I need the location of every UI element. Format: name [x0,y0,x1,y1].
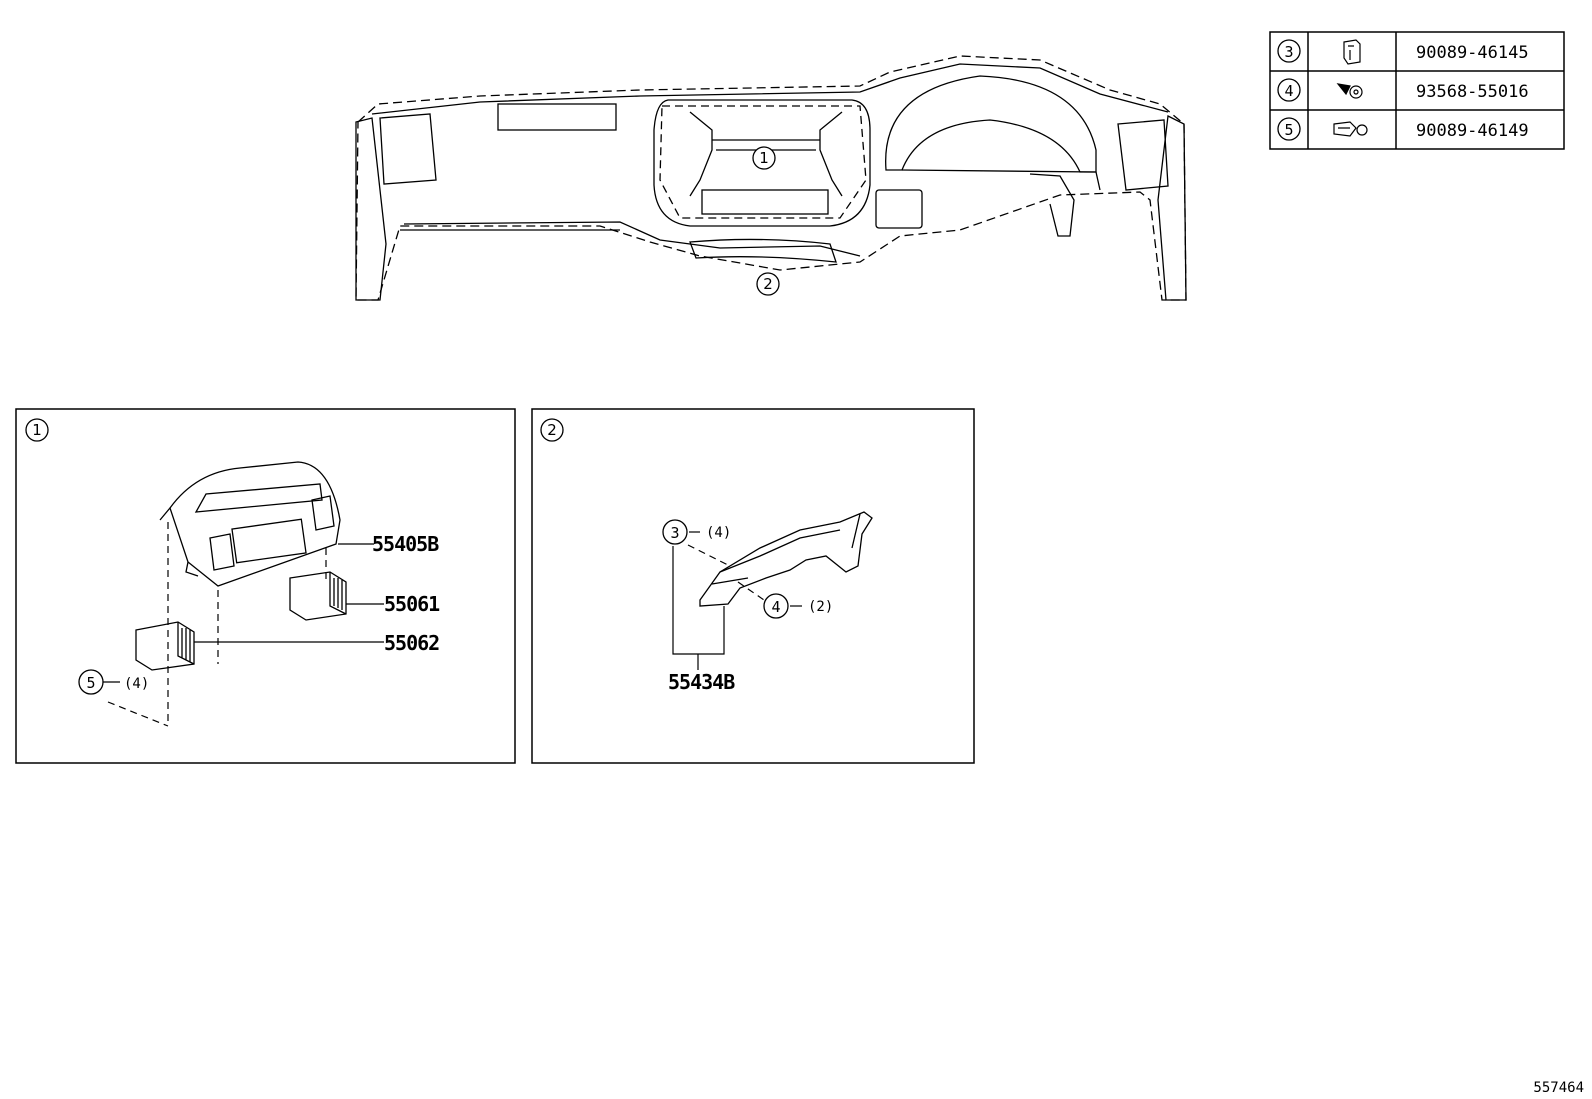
push-clip-icon [1333,121,1368,137]
detail-1-tag: 1 [32,421,42,439]
detail-box-2: 2 3 (4) 4 (2) 55434B [531,408,975,764]
part-55405B-label: 55405B [372,532,439,556]
cluster-lower [901,169,1101,191]
svg-text:93568-55016: 93568-55016 [1416,82,1529,102]
overview-callout-2: 2 [756,272,780,296]
dashboard-outline [355,55,1187,301]
detail-box-1: 1 [15,408,516,764]
dashboard-overview [355,55,1187,301]
lower-trim-panel-drawing [699,511,873,607]
fastener-row-4: 4 93568-55016 [1277,78,1529,102]
detail-1-fastener-callout: 5 (4) [78,669,149,695]
svg-text:1: 1 [759,149,769,167]
svg-text:(4): (4) [124,676,149,692]
right-end-cap [1157,115,1187,301]
switch-panel [875,189,923,229]
left-vent-frame [379,113,437,185]
center-display-frame [701,189,829,215]
left-end-cap [355,117,387,301]
svg-text:90089-46145: 90089-46145 [1416,43,1529,63]
fastener-row-5: 5 90089-46149 [1277,117,1529,141]
center-stack-opening [653,99,871,227]
svg-text:(2): (2) [808,599,833,615]
svg-text:5: 5 [86,674,95,692]
detail-2-fastener-callout-3: 3 (4) [662,519,731,545]
svg-text:(4): (4) [706,525,731,541]
center-bracket-left [689,111,713,197]
detail-2-frame [531,408,975,764]
illustration-number: 557464 [1533,1080,1584,1096]
svg-text:90089-46149: 90089-46149 [1416,121,1529,141]
defroster-slot [497,103,617,131]
center-stack-dashed [659,105,867,219]
svg-text:5: 5 [1284,121,1293,139]
vent-left-drawing [135,621,195,671]
center-bezel-drawing [159,461,341,587]
center-bracket-right [819,111,843,197]
nut-clip-icon [1336,83,1363,99]
lower-trim-line [403,221,861,257]
detail-1-frame [15,408,516,764]
fastener-row-3: 3 90089-46145 [1277,39,1529,65]
detail-2-leaders [672,531,802,670]
lower-panel [689,238,837,263]
svg-text:2: 2 [763,275,773,293]
vent-right-drawing [289,571,347,621]
right-bracket [1029,173,1075,237]
part-55061-label: 55061 [384,592,440,616]
svg-text:3: 3 [1284,43,1293,61]
detail-2-tag: 2 [547,421,557,439]
detail-2-dashed-lines [687,544,765,601]
detail-2-fastener-callout-4: 4 (2) [763,593,833,619]
overview-callout-1: 1 [752,146,776,170]
fastener-table-frame [1269,31,1565,150]
svg-text:4: 4 [771,598,780,616]
clip-icon [1343,39,1361,65]
cluster-hood [885,75,1097,173]
detail-1-leaders [103,543,384,683]
dashboard-top-surface [371,63,1169,115]
fastener-table [1269,31,1565,150]
part-55062-label: 55062 [384,631,439,655]
detail-1-dashed-lines [107,522,327,727]
svg-text:4: 4 [1284,82,1293,100]
svg-text:3: 3 [670,524,679,542]
right-vent-frame [1117,119,1169,191]
part-55434B-label: 55434B [668,670,735,694]
